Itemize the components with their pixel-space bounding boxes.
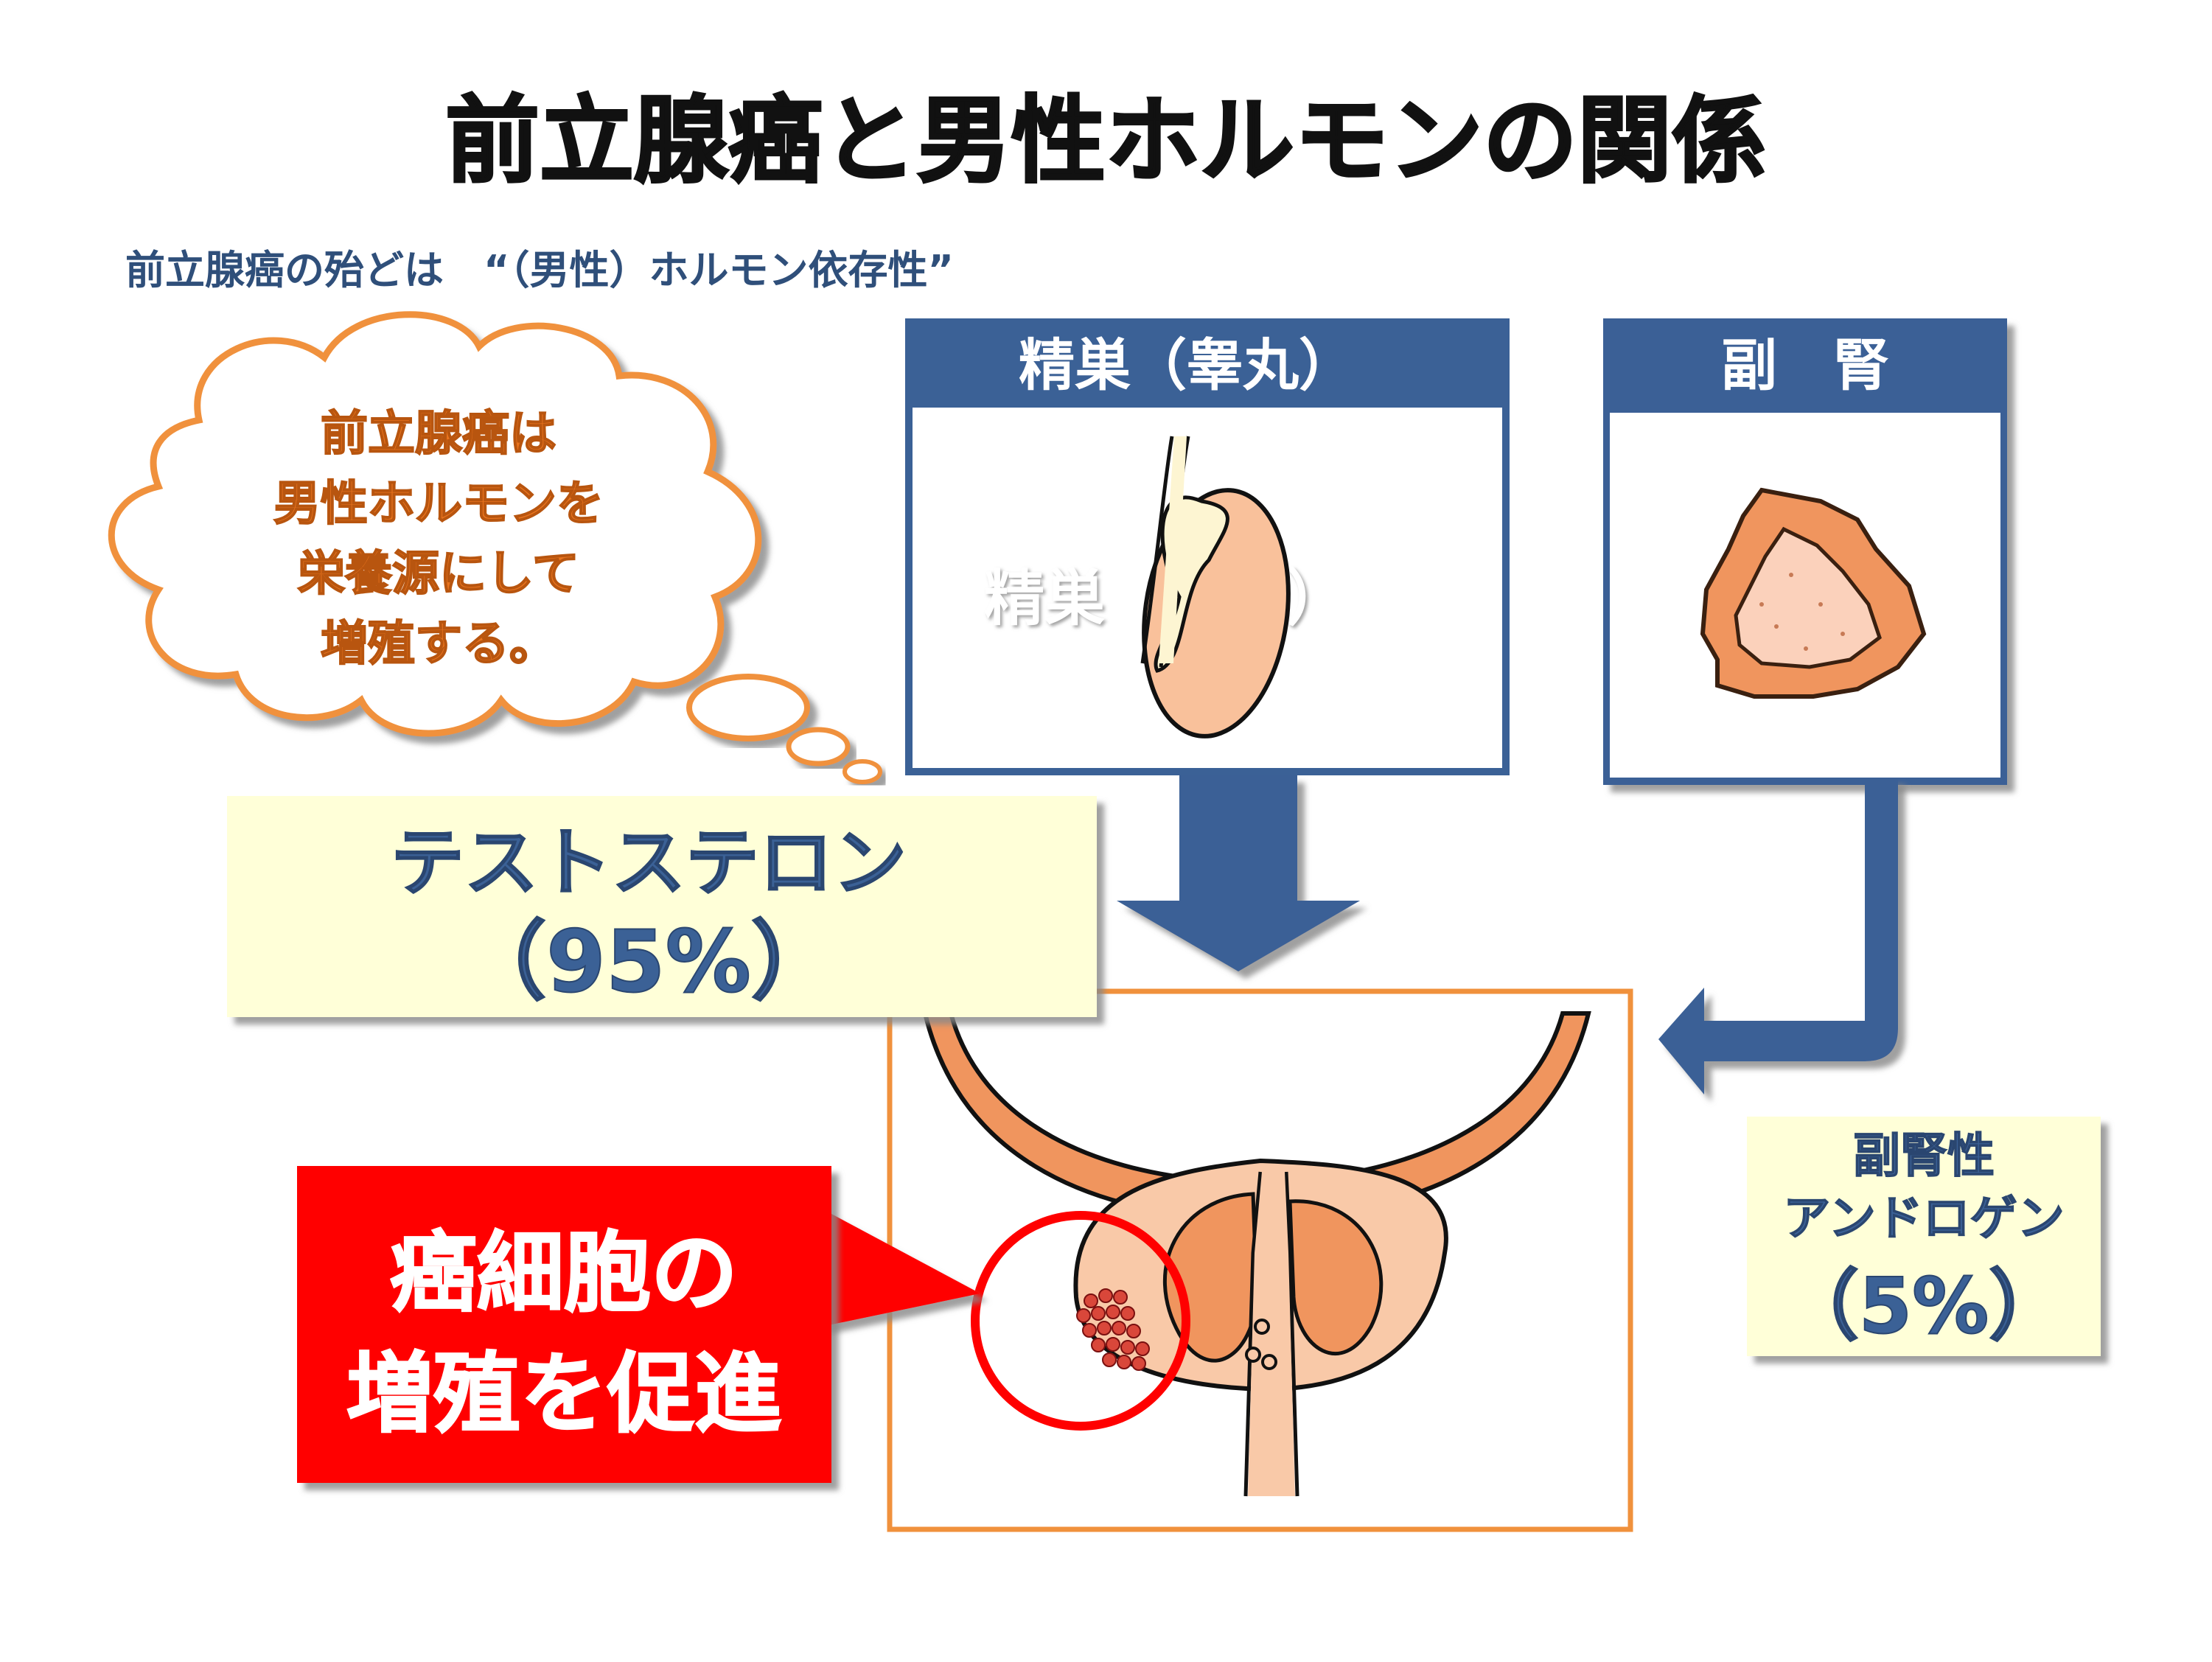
adrenal-androgen-box-bg xyxy=(1747,1117,2101,1356)
adrenal-panel: 副 腎 xyxy=(1603,318,2007,785)
testis-down-arrow xyxy=(1117,775,1360,971)
callout-box xyxy=(297,1166,831,1483)
testosterone-box-bg xyxy=(227,796,1097,1017)
callout-pointer xyxy=(822,1209,980,1327)
adrenal-androgen-line-1: 副腎性 xyxy=(1853,1129,1995,1184)
bubble-line-4: 増殖する。 xyxy=(321,617,557,671)
slide-subtitle: 前立腺癌の殆どは “（男性）ホルモン依存性” xyxy=(125,247,954,293)
testis-panel-header: 精巣（睾丸） xyxy=(1019,332,1355,398)
adrenal-elbow-arrow xyxy=(1658,778,1898,1094)
adrenal-androgen-line-2: アンドロゲン xyxy=(1783,1192,2064,1246)
adrenal-androgen-percent: （5%） xyxy=(1782,1261,2066,1351)
cancer-cell-cluster xyxy=(1076,1288,1150,1371)
adrenal-panel-header: 副 腎 xyxy=(1721,332,1889,398)
thought-bubble: 前立腺癌は 男性ホルモンを 栄養源にして 増殖する。 xyxy=(108,311,882,784)
bubble-dot-medium xyxy=(786,727,851,767)
bubble-line-1: 前立腺癌は xyxy=(321,407,557,461)
testis-panel: 精巣（睾丸） 精巣（睾丸） xyxy=(905,318,1510,775)
prostate-illustration xyxy=(922,1011,1591,1497)
cancer-callout: 癌細胞の 増殖を促進 xyxy=(297,1166,980,1483)
callout-line-2: 増殖を促進 xyxy=(346,1343,781,1445)
adrenal-androgen-box: 副腎性 アンドロゲン （5%） xyxy=(1747,1117,2101,1356)
adrenal-illustration xyxy=(1700,487,1927,699)
prostate-panel xyxy=(887,988,1633,1532)
bubble-dot-large xyxy=(686,674,810,741)
bubble-line-2: 男性ホルモンを xyxy=(273,477,604,531)
cloud-shape xyxy=(108,311,762,737)
bubble-dot-small xyxy=(842,759,882,784)
bubble-line-3: 栄養源にして xyxy=(298,547,579,601)
testosterone-label: テストステロン xyxy=(391,820,907,906)
testosterone-percent: （95%） xyxy=(461,912,837,1012)
testosterone-box: テストステロン （95%） xyxy=(227,796,1097,1017)
cancer-highlight-circle xyxy=(971,1211,1190,1431)
slide-title: 前立腺癌と男性ホルモンの関係 xyxy=(445,86,1766,196)
testis-illustration xyxy=(1140,436,1291,739)
callout-line-1: 癌細胞の xyxy=(390,1222,738,1324)
